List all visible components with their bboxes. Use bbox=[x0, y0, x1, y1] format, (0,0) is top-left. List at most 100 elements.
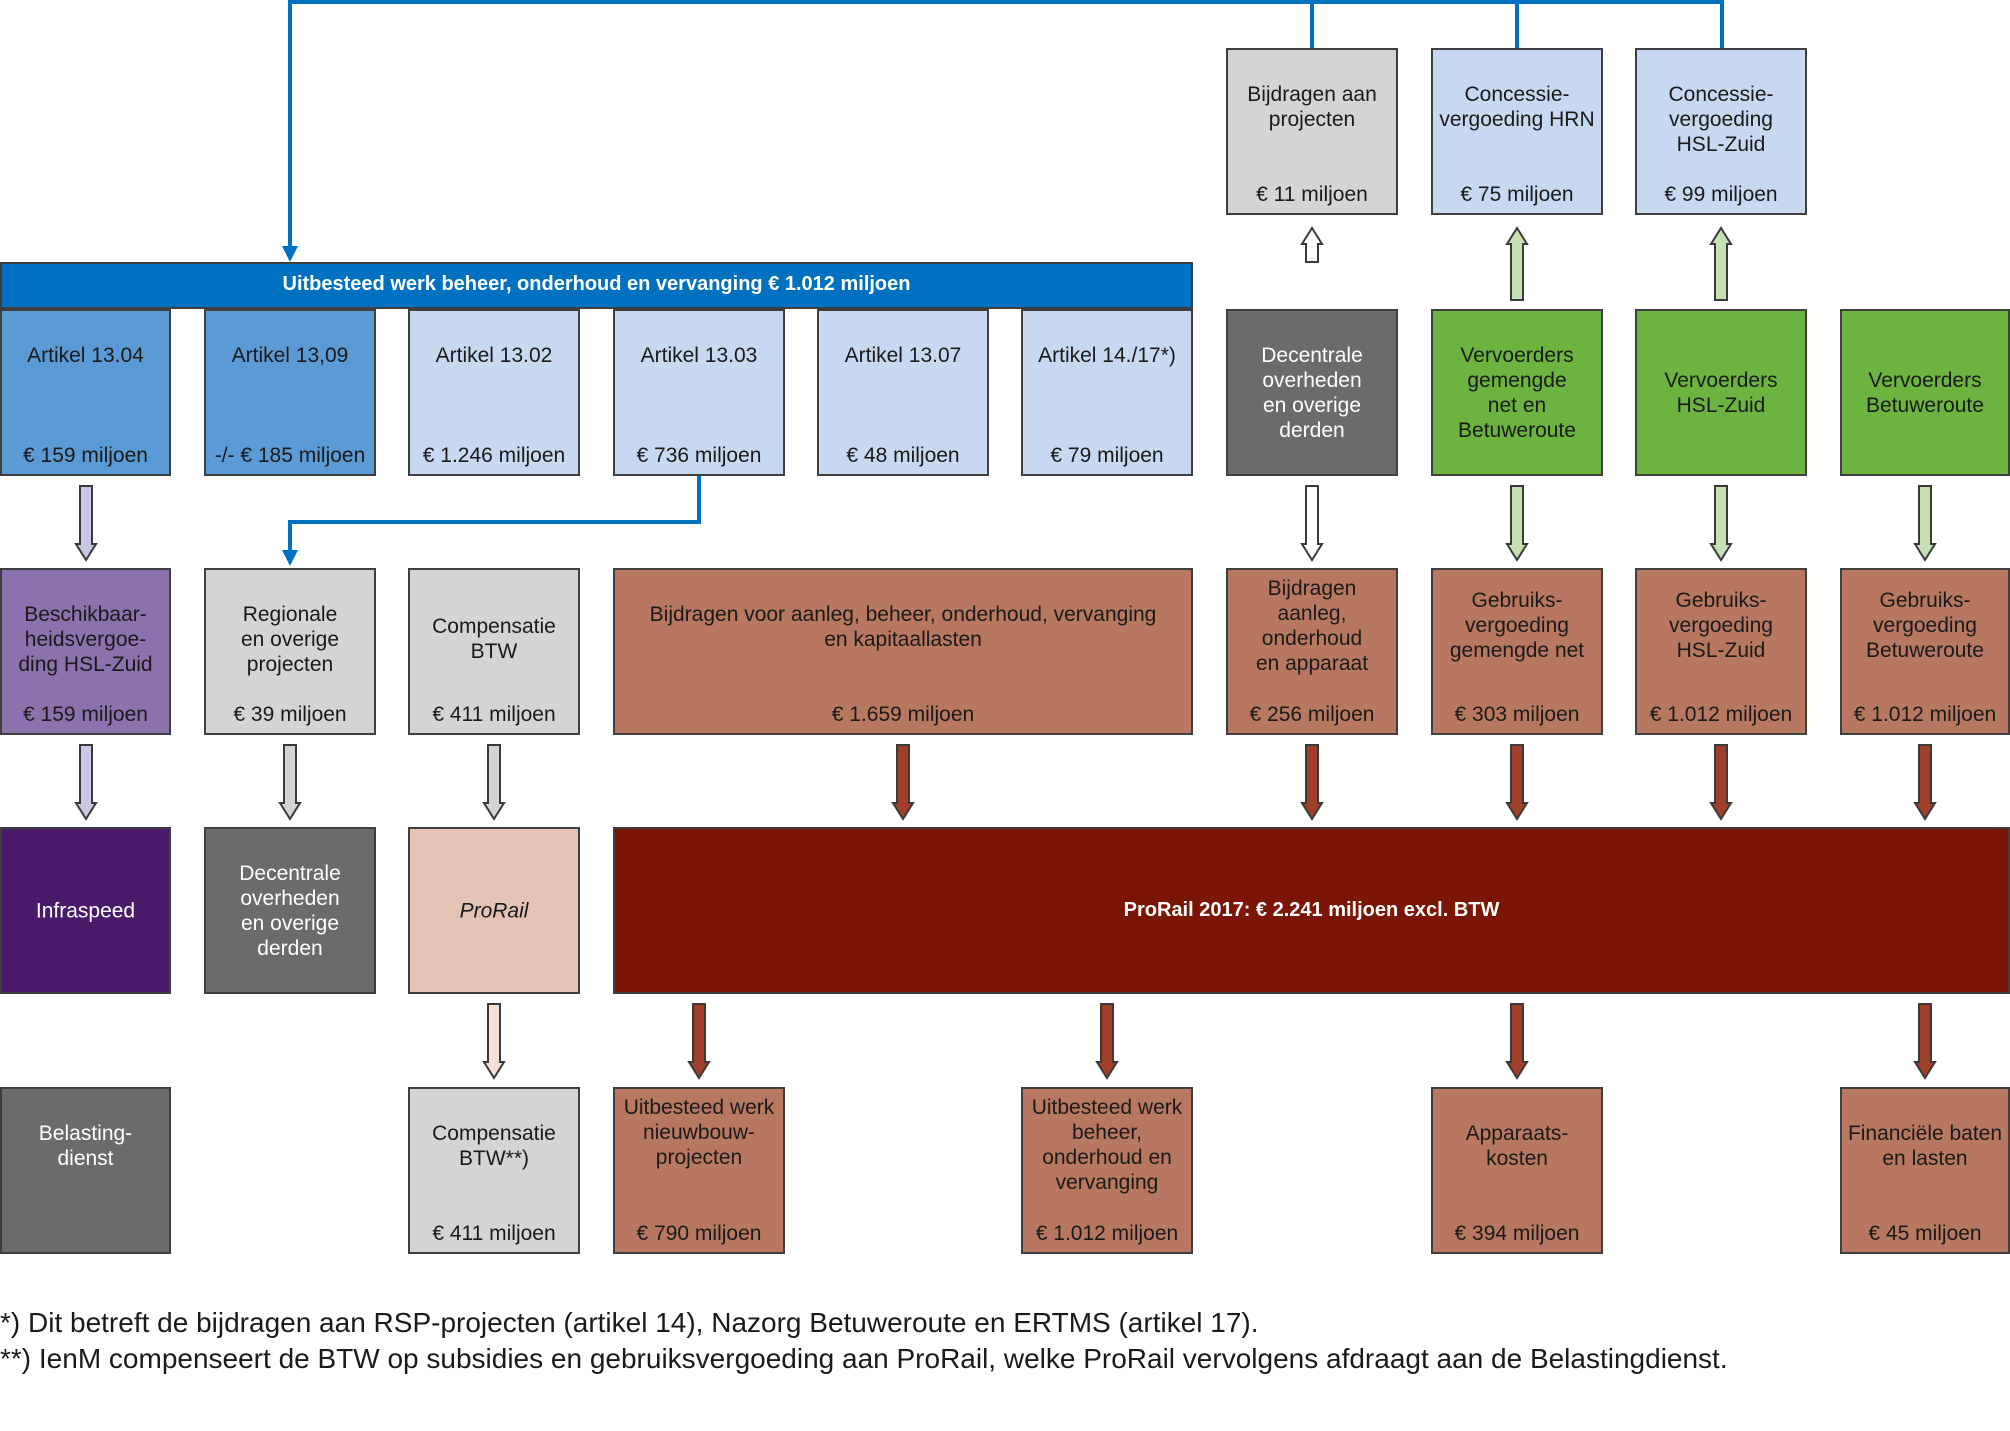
box-amount: € 303 miljoen bbox=[1454, 703, 1580, 726]
footnote-1: *) Dit betreft de bijdragen aan RSP-proj… bbox=[0, 1307, 1259, 1338]
box-label: Concessie- vergoeding HSL-Zuid bbox=[1668, 83, 1774, 156]
regionale-projecten-box: Regionale en overige projecten € 39 milj… bbox=[204, 568, 376, 735]
arrow-down-regionale bbox=[278, 744, 302, 821]
box-label: Uitbesteed werk beheer, onderhoud en ver… bbox=[1031, 1096, 1183, 1194]
prorail-box: ProRail bbox=[408, 827, 580, 994]
box-label: Infraspeed bbox=[35, 899, 136, 922]
arrow-down-1304 bbox=[74, 485, 98, 562]
artikel-1303-box: Artikel 13.03 € 736 miljoen bbox=[613, 309, 785, 476]
box-amount: € 1.012 miljoen bbox=[1853, 703, 1997, 726]
arrow-down-betuwe bbox=[1913, 485, 1937, 562]
artikel-1309-box: Artikel 13,09 -/- € 185 miljoen bbox=[204, 309, 376, 476]
box-label: Uitbesteed werk nieuwbouw- projecten bbox=[623, 1096, 775, 1169]
box-label: Financiële baten en lasten bbox=[1847, 1122, 2003, 1170]
compensatie-btw-2-box: Compensatie BTW**) € 411 miljoen bbox=[408, 1087, 580, 1254]
vervoerders-hsl-zuid-box: Vervoerders HSL-Zuid bbox=[1635, 309, 1807, 476]
box-label: Decentrale overheden en overige derden bbox=[239, 862, 341, 960]
artikel-1302-box: Artikel 13.02 € 1.246 miljoen bbox=[408, 309, 580, 476]
box-label: ProRail bbox=[459, 899, 529, 922]
box-amount: € 99 miljoen bbox=[1664, 183, 1778, 206]
box-label: Belasting- dienst bbox=[38, 1122, 133, 1170]
arrow-down-apparaat bbox=[1505, 1003, 1529, 1080]
box-label: Artikel 14./17*) bbox=[1038, 344, 1176, 367]
box-label: Beschikbaar- heidsvergoe- ding HSL-Zuid bbox=[18, 603, 153, 676]
box-amount: € 411 miljoen bbox=[432, 1222, 556, 1245]
box-amount: -/- € 185 miljoen bbox=[214, 444, 366, 467]
connector-1303-regionale bbox=[288, 476, 701, 552]
gebruiksvergoeding-hsl-zuid-box: Gebruiks- vergoeding HSL-Zuid € 1.012 mi… bbox=[1635, 568, 1807, 735]
arrow-down-bijdragen-aanleg bbox=[891, 744, 915, 821]
apparaatskosten-box: Apparaats- kosten € 394 miljoen bbox=[1431, 1087, 1603, 1254]
beschikbaarheidsvergoeding-box: Beschikbaar- heidsvergoe- ding HSL-Zuid … bbox=[0, 568, 171, 735]
box-amount: € 411 miljoen bbox=[432, 703, 556, 726]
arrow-down-compensatie bbox=[482, 744, 506, 821]
box-label: Vervoerders HSL-Zuid bbox=[1664, 369, 1778, 417]
arrow-up-bijdragen bbox=[1300, 226, 1324, 263]
footnotes: *) Dit betreft de bijdragen aan RSP-proj… bbox=[0, 1305, 1990, 1377]
arrow-down-decentrale bbox=[1300, 485, 1324, 562]
box-amount: € 1.012 miljoen bbox=[1035, 1222, 1179, 1245]
box-amount: € 159 miljoen bbox=[23, 703, 148, 726]
concessie-hsl-box: Concessie- vergoeding HSL-Zuid € 99 milj… bbox=[1635, 48, 1807, 215]
box-label: Bijdragen aan projecten bbox=[1247, 83, 1377, 131]
connector-top-arrowhead bbox=[282, 246, 298, 262]
box-label: Artikel 13.07 bbox=[844, 344, 962, 367]
vervoerders-betuweroute-box: Vervoerders Betuweroute bbox=[1840, 309, 2010, 476]
artikel-1417-box: Artikel 14./17*) € 79 miljoen bbox=[1021, 309, 1193, 476]
arrow-down-gemengde bbox=[1505, 485, 1529, 562]
vervoerders-gemengde-net-box: Vervoerders gemengde net en Betuweroute bbox=[1431, 309, 1603, 476]
box-label: Decentrale overheden en overige derden bbox=[1261, 344, 1363, 442]
box-label: Vervoerders gemengde net en Betuweroute bbox=[1458, 344, 1576, 442]
uitbesteed-beheer-box: Uitbesteed werk beheer, onderhoud en ver… bbox=[1021, 1087, 1193, 1254]
arrow-down-hsl bbox=[1709, 485, 1733, 562]
bijdragen-projecten-box: Bijdragen aan projecten € 11 miljoen bbox=[1226, 48, 1398, 215]
box-amount: € 256 miljoen bbox=[1249, 703, 1375, 726]
box-amount: € 11 miljoen bbox=[1256, 183, 1368, 206]
compensatie-btw-box: Compensatie BTW € 411 miljoen bbox=[408, 568, 580, 735]
arrow-down-bijdragen-apparaat bbox=[1300, 744, 1324, 821]
box-label: Bijdragen aanleg, onderhoud en apparaat bbox=[1255, 577, 1369, 675]
arrow-down-gv-betuwe bbox=[1913, 744, 1937, 821]
concessie-hrn-box: Concessie- vergoeding HRN € 75 miljoen bbox=[1431, 48, 1603, 215]
box-label: Gebruiks- vergoeding HSL-Zuid bbox=[1669, 589, 1773, 662]
footnote-2: **) IenM compenseert de BTW op subsidies… bbox=[0, 1343, 1728, 1374]
arrow-down-nieuwbouw bbox=[687, 1003, 711, 1080]
box-amount: € 790 miljoen bbox=[636, 1222, 762, 1245]
box-amount: € 79 miljoen bbox=[1050, 444, 1164, 467]
decentrale-overheden-derden-box: Decentrale overheden en overige derden bbox=[204, 827, 376, 994]
box-amount: € 1.012 miljoen bbox=[1649, 703, 1793, 726]
prorail-2017-label: ProRail 2017: € 2.241 miljoen excl. BTW bbox=[1123, 899, 1500, 921]
bijdragen-aanleg-beheer-box: Bijdragen voor aanleg, beheer, onderhoud… bbox=[613, 568, 1193, 735]
box-label: Apparaats- kosten bbox=[1465, 1122, 1569, 1170]
uitbesteed-werk-bar: Uitbesteed werk beheer, onderhoud en ver… bbox=[0, 262, 1193, 309]
box-label: Artikel 13.03 bbox=[640, 344, 758, 367]
uitbesteed-nieuwbouw-box: Uitbesteed werk nieuwbouw- projecten € 7… bbox=[613, 1087, 785, 1254]
box-amount: € 736 miljoen bbox=[636, 444, 762, 467]
infraspeed-box: Infraspeed bbox=[0, 827, 171, 994]
box-amount: € 75 miljoen bbox=[1460, 183, 1574, 206]
artikel-1304-box: Artikel 13.04 € 159 miljoen bbox=[0, 309, 171, 476]
box-label: Gebruiks- vergoeding gemengde net bbox=[1449, 589, 1585, 662]
box-label: Gebruiks- vergoeding Betuweroute bbox=[1866, 589, 1984, 662]
box-label: Artikel 13,09 bbox=[231, 344, 349, 367]
arrow-up-hrn bbox=[1505, 226, 1529, 301]
arrow-up-hsl bbox=[1709, 226, 1733, 301]
box-label: Artikel 13.04 bbox=[27, 344, 144, 367]
bijdragen-aanleg-onderhoud-box: Bijdragen aanleg, onderhoud en apparaat … bbox=[1226, 568, 1398, 735]
box-amount: € 1.246 miljoen bbox=[422, 444, 566, 467]
arrow-down-gv-hsl bbox=[1709, 744, 1733, 821]
arrow-down-beheer bbox=[1095, 1003, 1119, 1080]
box-label: Bijdragen voor aanleg, beheer, onderhoud… bbox=[649, 603, 1157, 651]
gebruiksvergoeding-gemengde-net-box: Gebruiks- vergoeding gemengde net € 303 … bbox=[1431, 568, 1603, 735]
box-amount: € 39 miljoen bbox=[233, 703, 347, 726]
box-amount: € 45 miljoen bbox=[1868, 1222, 1982, 1245]
prorail-2017-box: ProRail 2017: € 2.241 miljoen excl. BTW bbox=[613, 827, 2010, 994]
arrow-down-beschikbaarheid bbox=[74, 744, 98, 821]
box-amount: € 394 miljoen bbox=[1454, 1222, 1580, 1245]
arrow-down-gv-gemengde bbox=[1505, 744, 1529, 821]
box-amount: € 159 miljoen bbox=[23, 444, 148, 467]
connector-top bbox=[288, 0, 1724, 248]
belastingdienst-box: Belasting- dienst bbox=[0, 1087, 171, 1254]
